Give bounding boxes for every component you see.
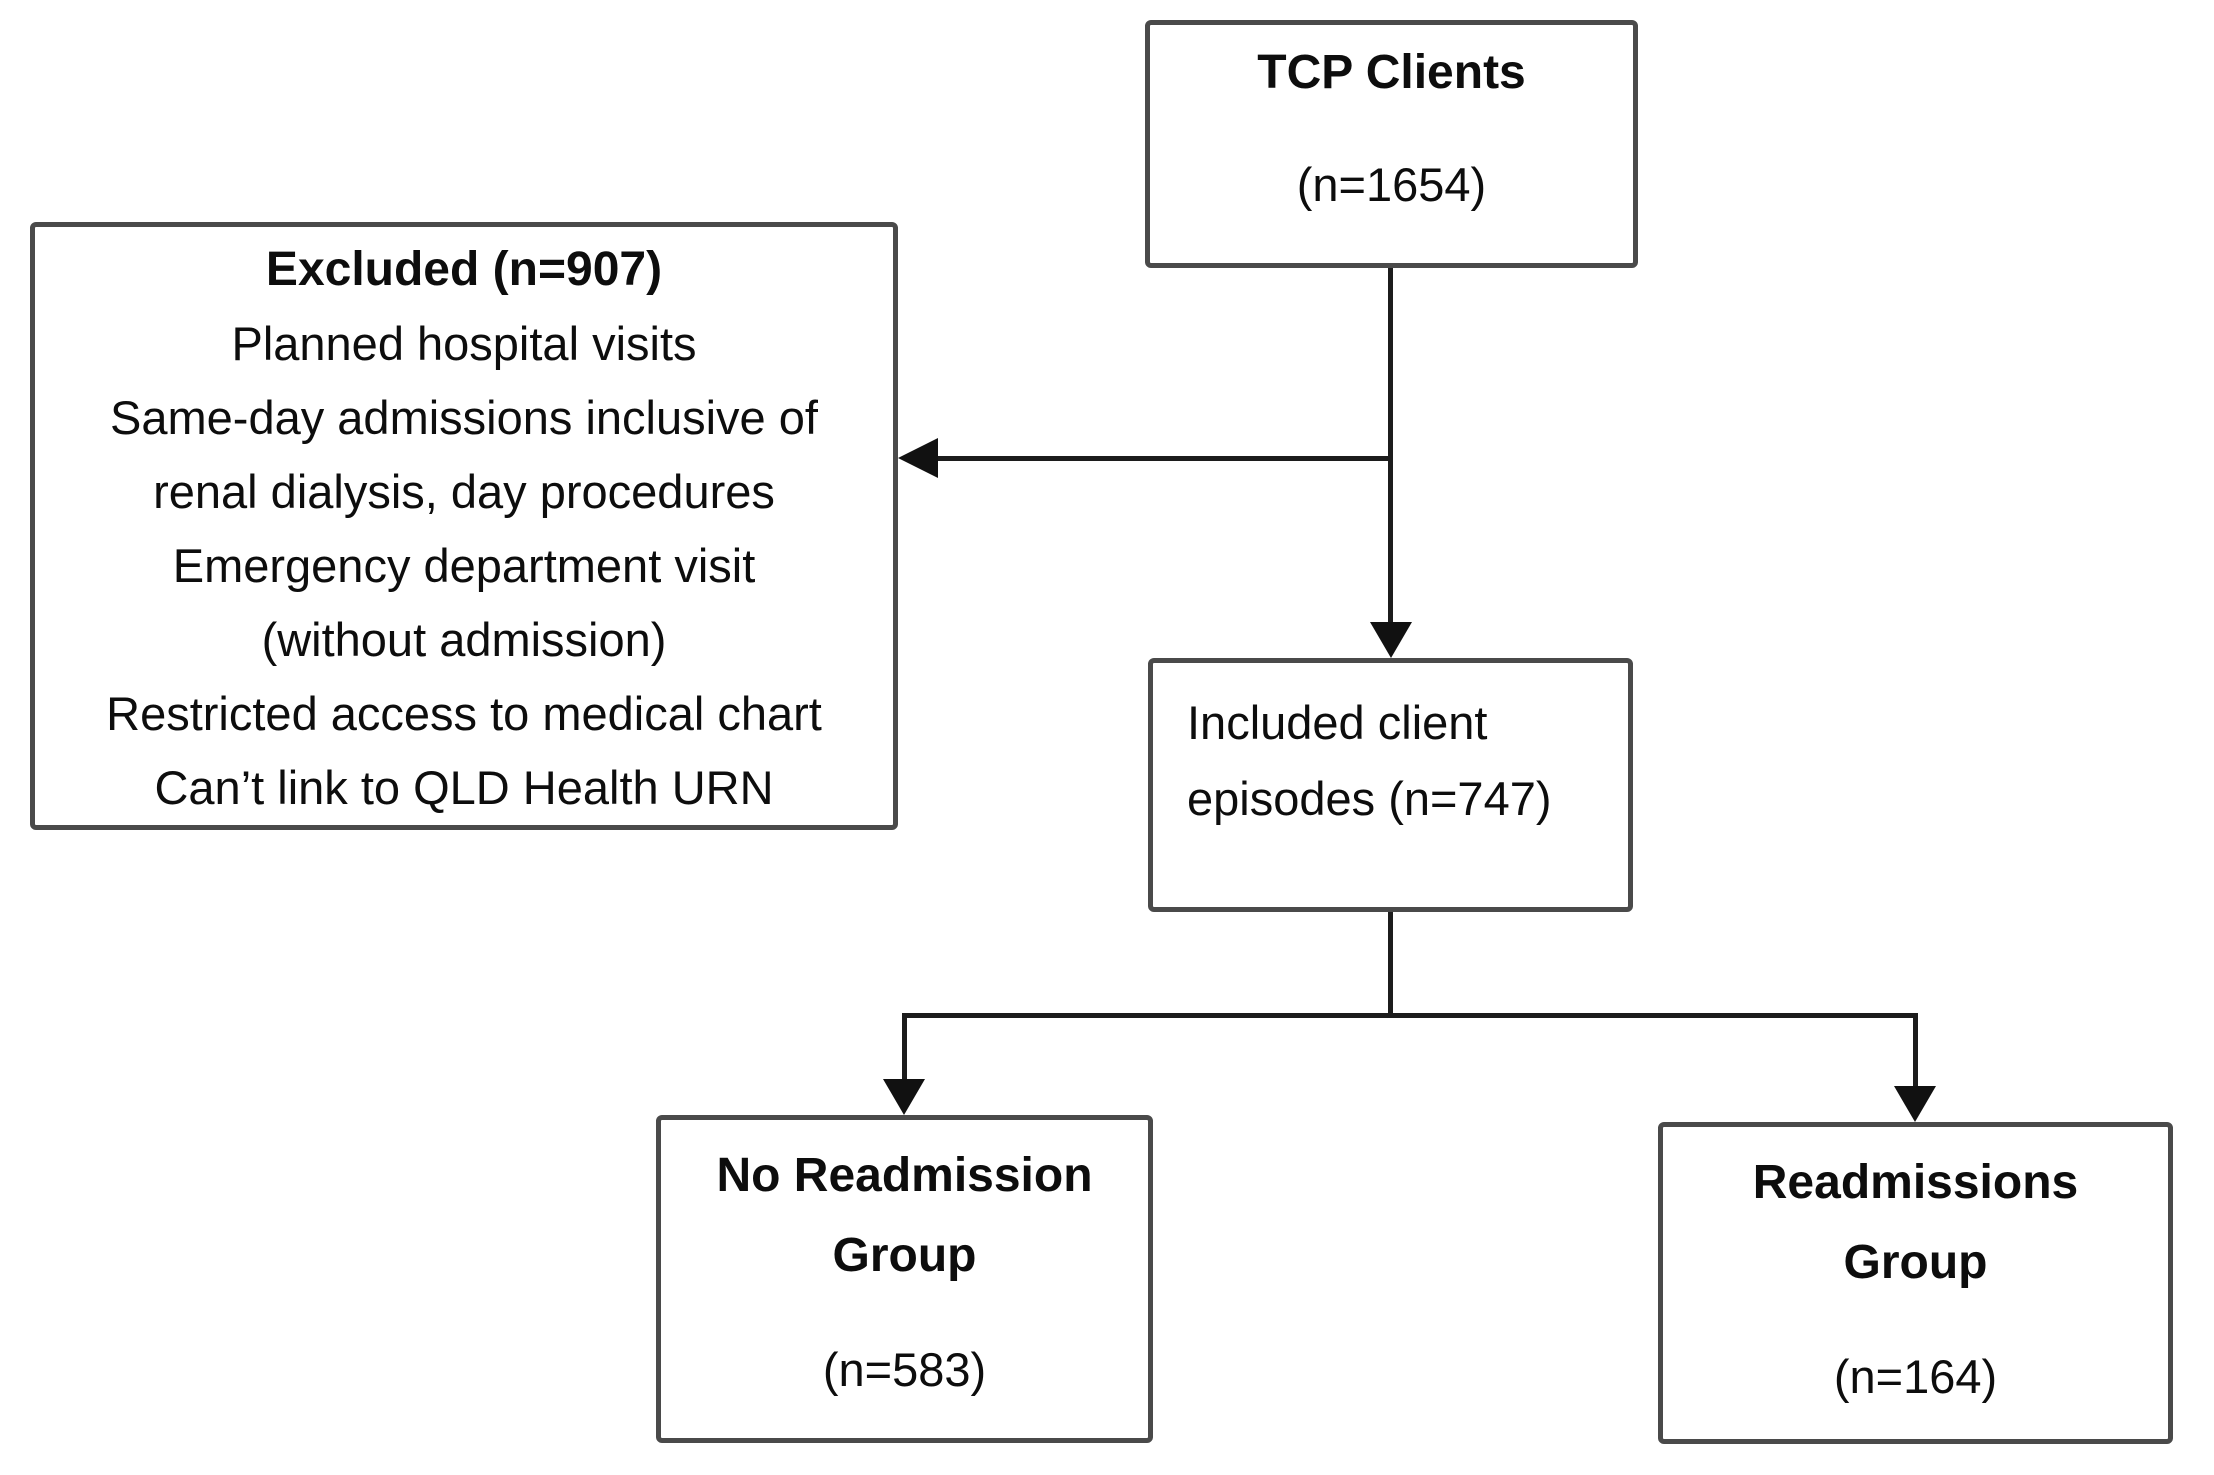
- arrowhead-left-excluded-icon: [898, 438, 938, 478]
- excluded-reason-line: (without admission): [261, 613, 667, 666]
- spacer: [1150, 103, 1633, 155]
- readmissions-count: (n=164): [1833, 1350, 1998, 1403]
- excluded-reason-line: Planned hospital visits: [231, 317, 697, 370]
- tcp-clients-box: TCP Clients (n=1654): [1145, 20, 1638, 268]
- connector-split-to-readmissions: [1913, 1013, 1918, 1086]
- included-episodes-box: Included client episodes (n=747): [1148, 658, 1633, 912]
- no-readmission-count: (n=583): [822, 1343, 987, 1396]
- excluded-title: Excluded (n=907): [265, 243, 663, 296]
- excluded-box: Excluded (n=907) Planned hospital visits…: [30, 222, 898, 830]
- arrowhead-down-included-icon: [1370, 622, 1412, 658]
- no-readmission-title-line1: No Readmission: [716, 1149, 1093, 1202]
- tcp-clients-title: TCP Clients: [1257, 46, 1526, 99]
- readmissions-title-line1: Readmissions: [1752, 1156, 2079, 1209]
- no-readmission-title-line2: Group: [832, 1229, 977, 1282]
- readmissions-group-box: Readmissions Group (n=164): [1658, 1122, 2173, 1444]
- excluded-reason-line: Can’t link to QLD Health URN: [154, 761, 774, 814]
- excluded-reason-line: Emergency department visit: [172, 539, 756, 592]
- included-episodes-line2: episodes (n=747): [1187, 772, 1552, 825]
- connector-included-to-split: [1388, 912, 1393, 1016]
- arrowhead-down-no-readmission-icon: [883, 1079, 925, 1115]
- tcp-clients-count: (n=1654): [1296, 158, 1487, 211]
- spacer: [661, 1296, 1148, 1330]
- connector-trunk-to-excluded: [936, 456, 1393, 461]
- connector-tcp-to-included: [1388, 268, 1393, 626]
- connector-split-to-no-readmission: [902, 1013, 907, 1079]
- no-readmission-group-box: No Readmission Group (n=583): [656, 1115, 1153, 1443]
- excluded-reason-line: Same-day admissions inclusive of: [110, 391, 818, 444]
- spacer: [1663, 1303, 2168, 1337]
- split-bar: [902, 1013, 1918, 1018]
- arrowhead-down-readmissions-icon: [1894, 1086, 1936, 1122]
- readmissions-title-line2: Group: [1843, 1236, 1988, 1289]
- excluded-reason-line: Restricted access to medical chart: [106, 687, 822, 740]
- excluded-reason-line: renal dialysis, day procedures: [153, 465, 775, 518]
- included-episodes-line1: Included client: [1187, 696, 1488, 749]
